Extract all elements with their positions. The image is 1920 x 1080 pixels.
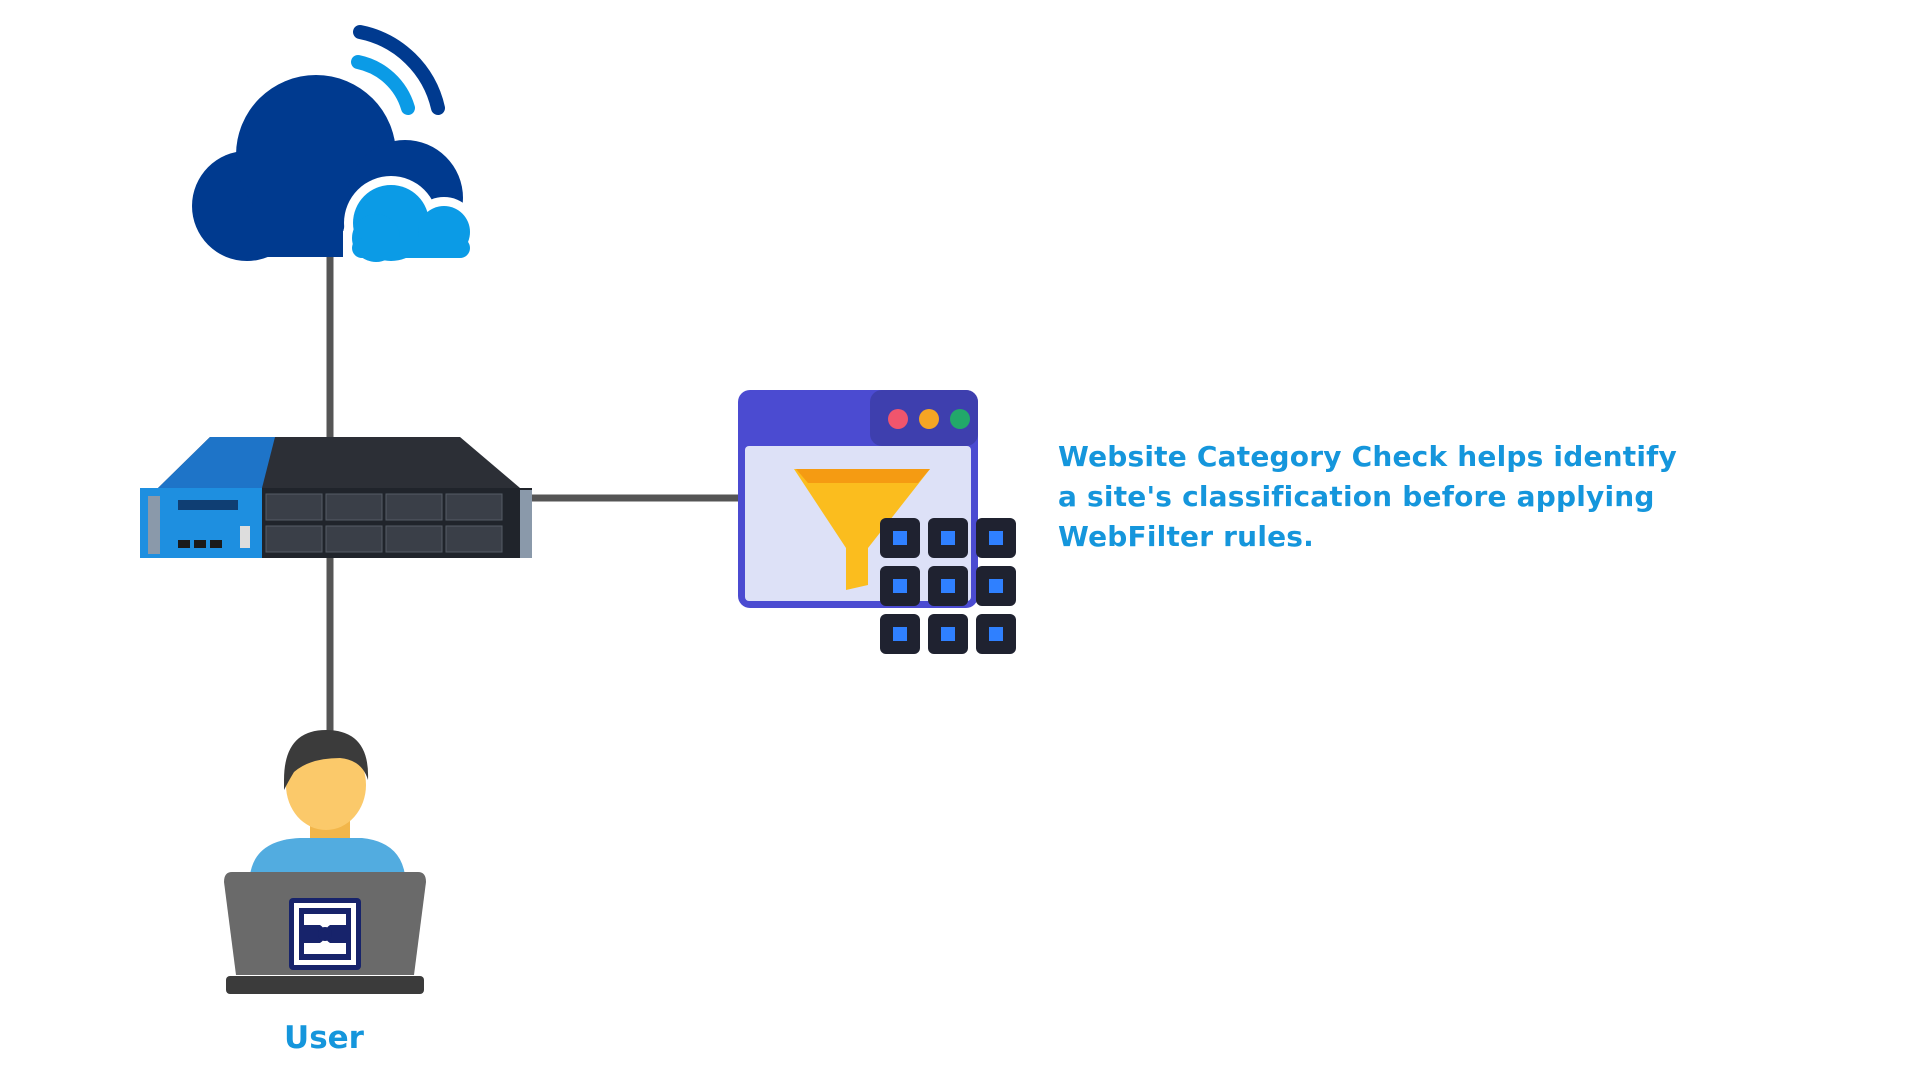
category-grid-icon [880, 518, 1016, 654]
window-maximize-dot [950, 409, 970, 429]
window-minimize-dot [919, 409, 939, 429]
filter-funnel-icon [794, 469, 930, 590]
user-laptop-icon [224, 730, 426, 994]
user-label: User [284, 1020, 364, 1056]
window-close-dot [888, 409, 908, 429]
app-logo-icon [289, 898, 361, 970]
diagram-caption: Website Category Check helps identify a … [1058, 440, 1678, 553]
cloud-icon [192, 25, 478, 270]
web-filter-categories-icon [738, 390, 1016, 654]
firewall-appliance-icon [140, 437, 532, 558]
connectors [326, 255, 738, 735]
